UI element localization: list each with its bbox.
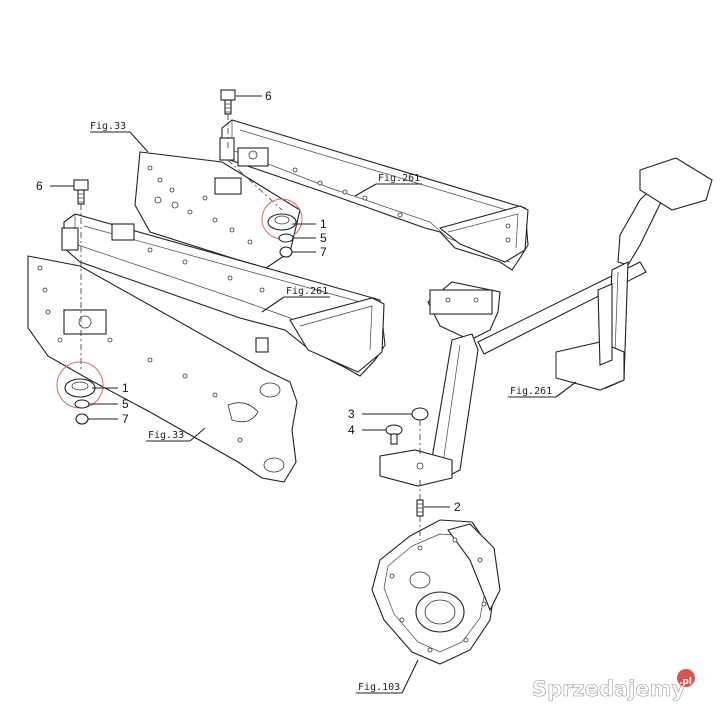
- rubber-mount-upper: [261, 198, 316, 240]
- bolt-top: [220, 89, 262, 115]
- callout-2: 2: [454, 500, 461, 514]
- lower-side-plate: [27, 255, 298, 483]
- fig-ref-33-lower: Fig.33: [148, 430, 184, 441]
- washer-lower: [74, 399, 118, 409]
- gearbox-housing: [371, 519, 501, 665]
- callout-1-upper: 1: [320, 217, 327, 231]
- bolt-gearbox: [362, 424, 403, 445]
- callout-7-lower: 7: [122, 412, 129, 426]
- stud-gearbox: [416, 499, 450, 517]
- fig-ref-261-right: Fig.261: [510, 386, 552, 397]
- right-support-frame: [379, 157, 713, 487]
- watermark-badge: [677, 669, 695, 687]
- lower-frame-rail: [61, 213, 386, 377]
- callout-6-top: 6: [265, 89, 272, 103]
- watermark: Sprzedajemy .pl: [532, 669, 695, 701]
- nut-upper: [279, 246, 316, 258]
- fig-ref-261-middle: Fig.261: [286, 286, 328, 297]
- watermark-brand: Sprzedajemy: [532, 677, 686, 701]
- callout-4: 4: [348, 423, 355, 437]
- fig-ref-261-upper: Fig.261: [378, 173, 420, 184]
- callout-3: 3: [348, 407, 355, 421]
- bolt-left: [50, 179, 89, 205]
- nut-lower: [75, 413, 118, 425]
- washer-upper: [278, 233, 316, 243]
- callout-7-upper: 7: [320, 245, 327, 259]
- watermark-tld: .pl: [679, 677, 692, 687]
- callout-5-lower: 5: [122, 397, 129, 411]
- fig-ref-33-upper: Fig.33: [90, 121, 126, 132]
- callout-5-upper: 5: [320, 231, 327, 245]
- fig-ref-103: Fig.103: [358, 682, 400, 693]
- callout-6-left: 6: [36, 179, 43, 193]
- nut-gearbox: [362, 407, 429, 421]
- callout-1-lower: 1: [122, 381, 129, 395]
- upper-frame-rail: [219, 119, 529, 271]
